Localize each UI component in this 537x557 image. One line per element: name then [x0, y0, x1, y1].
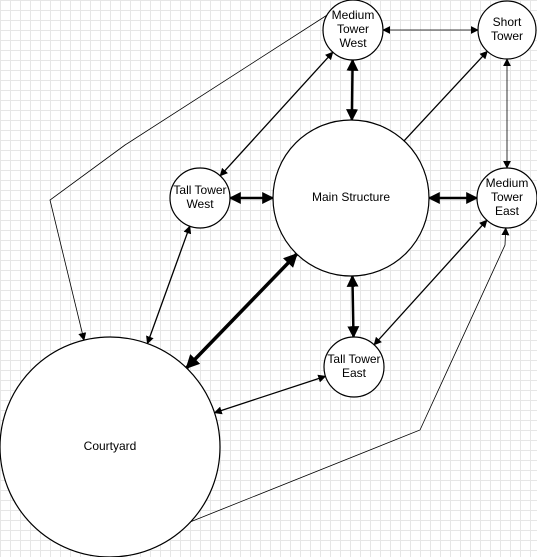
node-label-tall-tower-west: West — [186, 197, 214, 211]
node-label-tall-tower-west: Tall Tower — [173, 183, 226, 197]
node-circle-medium-tower-west[interactable] — [322, 0, 384, 61]
edge-tall-tower-west-to-courtyard[interactable] — [146, 225, 192, 345]
node-circle-short-tower[interactable] — [477, 0, 537, 60]
edge-courtyard-to-main-structure[interactable] — [185, 252, 299, 370]
edge-courtyard-to-tall-tower-east[interactable] — [213, 374, 327, 415]
node-label-tall-tower-east: Tall Tower — [327, 352, 380, 366]
edge-main-structure-to-tall-tower-east[interactable] — [346, 274, 360, 339]
node-label-short-tower: Short — [493, 15, 522, 29]
node-circle-main-structure[interactable] — [272, 119, 430, 277]
node-main-structure[interactable]: Main Structure — [272, 119, 430, 277]
node-label-medium-tower-west: Medium — [332, 8, 375, 22]
node-circle-tall-tower-east[interactable] — [323, 336, 385, 398]
node-circle-tall-tower-west[interactable] — [169, 167, 231, 229]
node-label-main-structure: Main Structure — [312, 190, 390, 204]
node-label-tall-tower-east: East — [342, 366, 367, 380]
edge-medium-tower-west-to-main-structure[interactable] — [346, 58, 359, 122]
node-label-medium-tower-east: Medium — [486, 176, 529, 190]
node-label-medium-tower-east: East — [495, 204, 520, 218]
node-label-short-tower: Tower — [491, 29, 523, 43]
node-circle-medium-tower-east[interactable] — [476, 167, 537, 229]
edge-main-structure-to-short-tower[interactable] — [403, 50, 488, 142]
node-circle-courtyard[interactable] — [0, 336, 221, 557]
node-label-medium-tower-west: Tower — [337, 22, 369, 36]
node-label-courtyard: Courtyard — [84, 439, 137, 453]
node-courtyard[interactable]: Courtyard — [0, 336, 221, 557]
node-label-medium-tower-east: Tower — [491, 190, 523, 204]
node-label-medium-tower-west: West — [339, 36, 367, 50]
